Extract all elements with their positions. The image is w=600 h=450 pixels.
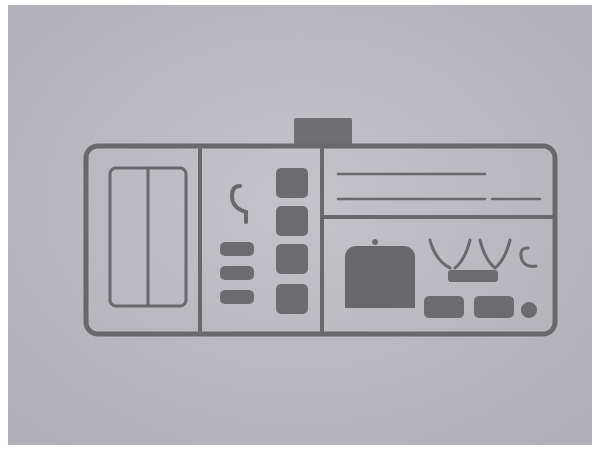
parts [220,168,537,318]
cylinder-part [276,206,308,236]
lamp-part [220,242,254,256]
disc-part [521,302,537,318]
sprue [83,118,558,337]
sprue-photo [8,5,592,445]
cylinder-part [276,284,308,314]
cylinder-part [276,244,308,274]
radiator-part [345,246,415,308]
lamp-part [220,266,254,280]
hook-part [229,184,248,224]
sprue-tab [294,118,352,148]
sprue-frame [83,143,558,337]
exhaust-part [474,296,514,318]
lamp-part [220,290,254,304]
exhaust-part [424,296,464,318]
cylinder-part [276,168,308,198]
